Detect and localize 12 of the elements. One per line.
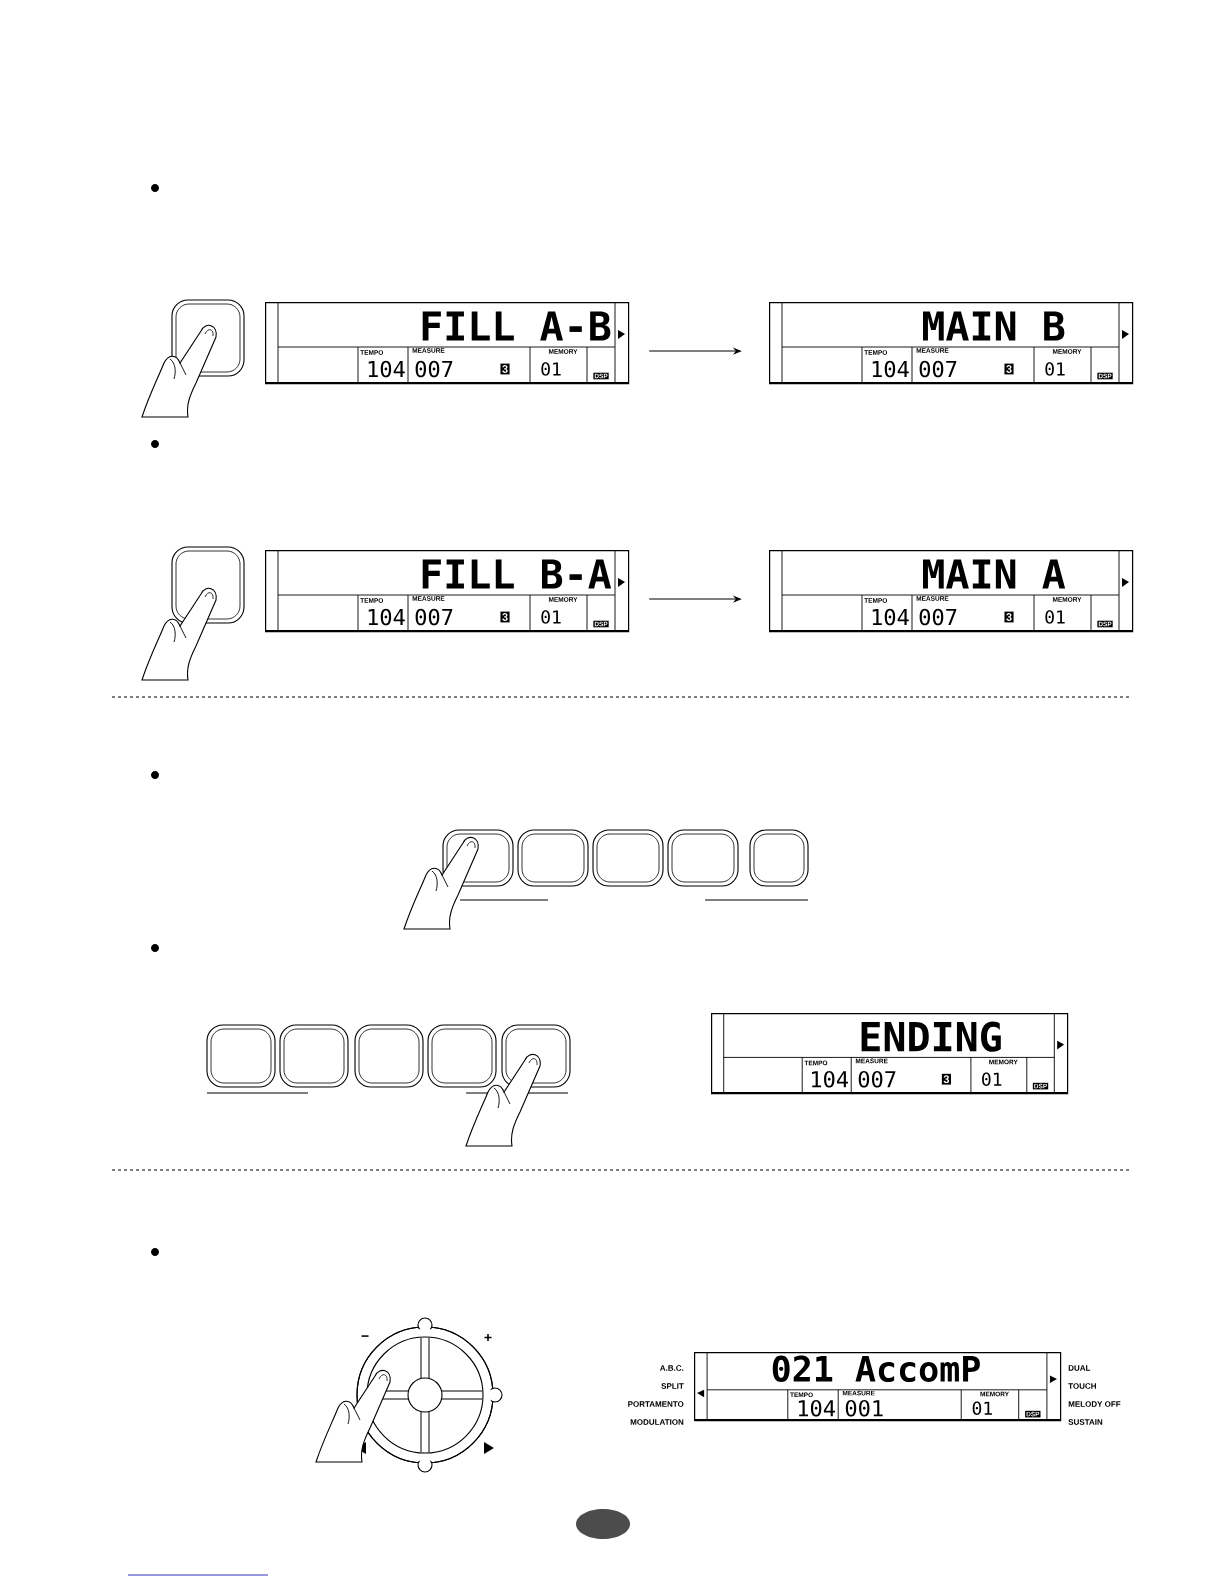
- side-label: A.B.C.: [660, 1365, 684, 1371]
- side-label: MELODY OFF: [1068, 1401, 1121, 1407]
- side-label: SUSTAIN: [1068, 1419, 1103, 1425]
- arrow: [648, 596, 742, 602]
- side-label: PORTAMENTO: [628, 1401, 684, 1407]
- side-label: DUAL: [1068, 1365, 1091, 1371]
- arrow: [648, 348, 742, 354]
- sign-label: +: [484, 1333, 492, 1341]
- side-label: TOUCH: [1068, 1383, 1096, 1389]
- sign-label: −: [361, 1335, 369, 1337]
- side-label: MODULATION: [630, 1419, 684, 1425]
- side-label: SPLIT: [661, 1383, 684, 1389]
